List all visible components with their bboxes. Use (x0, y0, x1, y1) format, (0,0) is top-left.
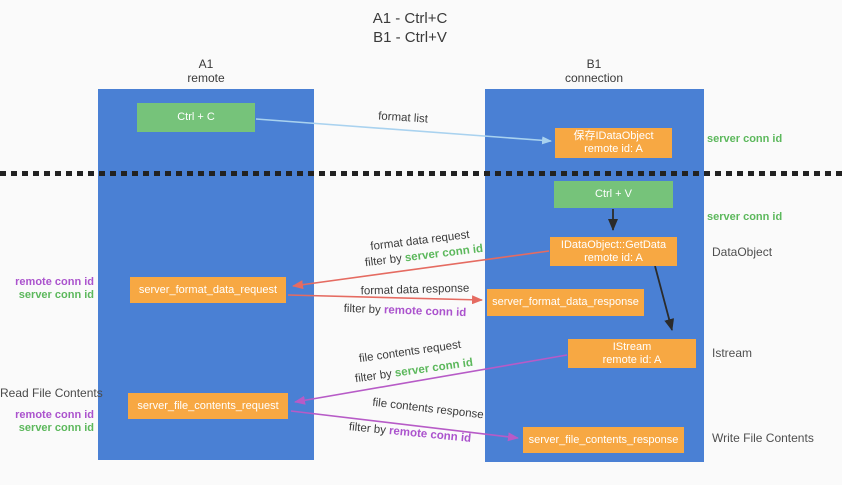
annotation-write-file-contents: Write File Contents (712, 431, 814, 445)
annotation-left-conn-ids-mid: remote conn id server conn id (0, 276, 94, 302)
filter-by-text: filter by (348, 421, 390, 437)
node-server-format-data-request: server_format_data_request (130, 277, 286, 303)
node-istream-line1: IStream (612, 340, 652, 353)
server-conn-id-text: server conn id (394, 356, 474, 380)
annotation-server-conn-id-left-bottom: server conn id (18, 422, 94, 434)
filter-by-text: filter by (354, 367, 396, 386)
node-ctrl-v-label: Ctrl + V (595, 188, 632, 200)
node-ctrl-v: Ctrl + V (554, 181, 673, 208)
node-ctrl-c: Ctrl + C (137, 103, 255, 132)
node-idataobject-getdata: IDataObject::GetData remote id: A (550, 237, 677, 266)
node-save-idataobject-line1: 保存IDataObject (573, 130, 654, 142)
edge-label-file-contents-response: file contents response (371, 396, 485, 422)
node-getdata-line1: IDataObject::GetData (560, 238, 667, 251)
lane-a1-name: A1 (198, 57, 214, 71)
filter-by-text: filter by (343, 302, 385, 317)
diagram-title: A1 - Ctrl+C B1 - Ctrl+V (300, 9, 520, 47)
lane-b1-name: B1 (586, 57, 602, 71)
node-server-format-data-response: server_format_data_response (487, 289, 644, 316)
node-ctrl-c-label: Ctrl + C (177, 111, 215, 123)
node-istream: IStream remote id: A (568, 339, 696, 368)
annotation-istream: Istream (712, 346, 753, 360)
remote-conn-id-text: remote conn id (383, 304, 467, 320)
remote-conn-id-text: remote conn id (388, 425, 472, 445)
edge-label-format-list: format list (377, 110, 429, 126)
annotation-dataobject: DataObject (712, 245, 773, 259)
dotted-separator-line (0, 171, 842, 176)
edge-label-format-data-response: format data response (360, 282, 470, 298)
annotation-remote-conn-id-mid: remote conn id (15, 276, 94, 288)
edge-label-filter-remote-conn-1: filter by remote conn id (343, 303, 466, 319)
node-save-idataobject-line2: remote id: A (584, 143, 643, 155)
filter-by-text: filter by (364, 252, 406, 270)
lane-b1-role: connection (564, 71, 624, 85)
annotation-read-file-contents: Read File Contents (0, 386, 103, 400)
node-getdata-line2: remote id: A (584, 251, 643, 264)
lane-header-a1: A1 remote (146, 57, 266, 85)
annotation-left-conn-ids-bottom: remote conn id server conn id (0, 409, 94, 435)
node-istream-line2: remote id: A (602, 353, 662, 366)
annotation-server-conn-id-left-mid: server conn id (18, 289, 94, 301)
node-save-idataobject: 保存IDataObject remote id: A (555, 128, 672, 158)
annotation-server-conn-id-top: server conn id (707, 133, 783, 145)
title-line-1: A1 - Ctrl+C (372, 10, 448, 27)
lane-header-b1: B1 connection (534, 57, 654, 85)
node-format-response-label: server_format_data_response (492, 296, 639, 308)
annotation-server-conn-id-mid: server conn id (707, 211, 783, 223)
edge-label-filter-remote-conn-2: filter by remote conn id (348, 421, 471, 445)
node-format-request-label: server_format_data_request (138, 283, 278, 296)
node-server-file-contents-response: server_file_contents_response (523, 427, 684, 453)
lane-a1-role: remote (187, 71, 225, 85)
annotation-remote-conn-id-bottom: remote conn id (15, 409, 94, 421)
title-line-2: B1 - Ctrl+V (373, 29, 447, 46)
node-file-request-label: server_file_contents_request (137, 399, 279, 412)
node-server-file-contents-request: server_file_contents_request (128, 393, 288, 419)
node-file-response-label: server_file_contents_response (528, 433, 679, 446)
